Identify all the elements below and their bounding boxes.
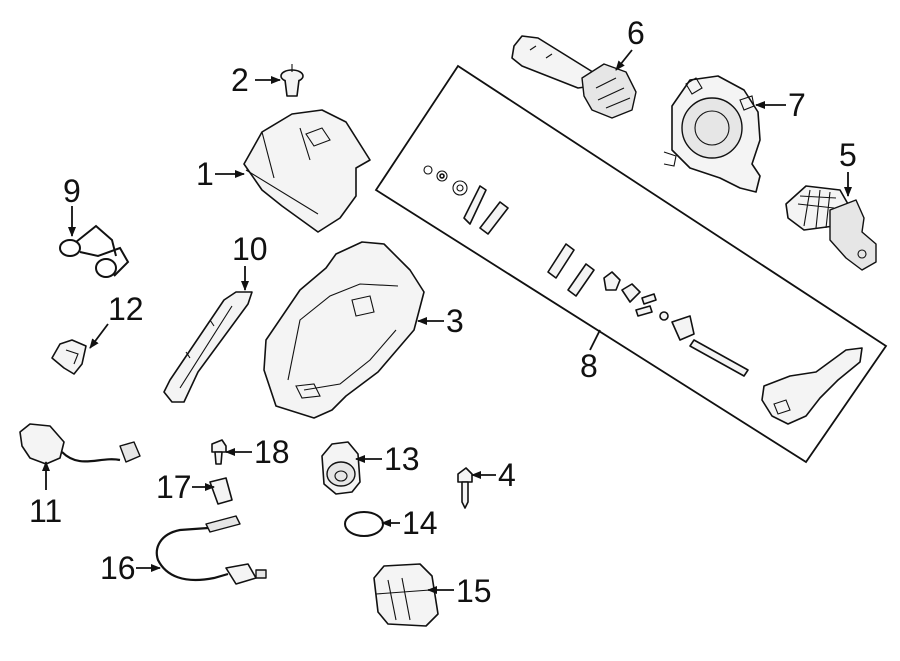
small-clip[interactable] [209,477,233,505]
leader-lines [42,49,852,594]
bracket-clip[interactable] [51,339,87,375]
callout-9: 9 [63,173,81,209]
callout-11: 11 [29,493,62,529]
lock-cylinder[interactable] [321,441,361,495]
callout-12: 12 [108,291,144,327]
callout-1: 1 [196,156,214,192]
lower-column-cover[interactable] [263,241,425,419]
o-ring[interactable] [344,511,384,537]
kit-frame [374,64,888,464]
callout-8: 8 [580,348,598,384]
callout-4: 4 [498,457,516,493]
sensor-with-connector[interactable] [19,423,141,465]
callout-16: 16 [100,550,136,586]
callout-17: 17 [156,469,192,505]
callout-3: 3 [446,303,464,339]
push-clip[interactable] [280,64,304,97]
bolt[interactable] [211,439,227,465]
combination-switch-lever[interactable] [511,35,637,119]
callout-6: 6 [627,15,645,51]
callout-13: 13 [384,441,420,477]
callout-5: 5 [839,137,857,173]
callout-labels: 1 2 3 4 5 6 7 8 9 10 11 12 13 14 15 16 1… [29,15,857,609]
spring-clip[interactable] [59,224,130,278]
callout-2: 2 [231,62,249,98]
callout-15: 15 [456,573,492,609]
callout-10: 10 [232,231,268,267]
sensor-cable[interactable] [155,515,267,585]
control-module[interactable] [373,563,439,627]
kit-contents[interactable] [423,165,863,425]
callout-14: 14 [402,505,438,541]
switch-module[interactable] [785,185,877,271]
upper-column-cover[interactable] [243,109,371,233]
callout-18: 18 [254,434,290,470]
bracket-rail[interactable] [163,291,253,403]
callout-7: 7 [788,87,806,123]
clock-spring[interactable] [663,75,761,193]
screw[interactable] [457,467,473,509]
